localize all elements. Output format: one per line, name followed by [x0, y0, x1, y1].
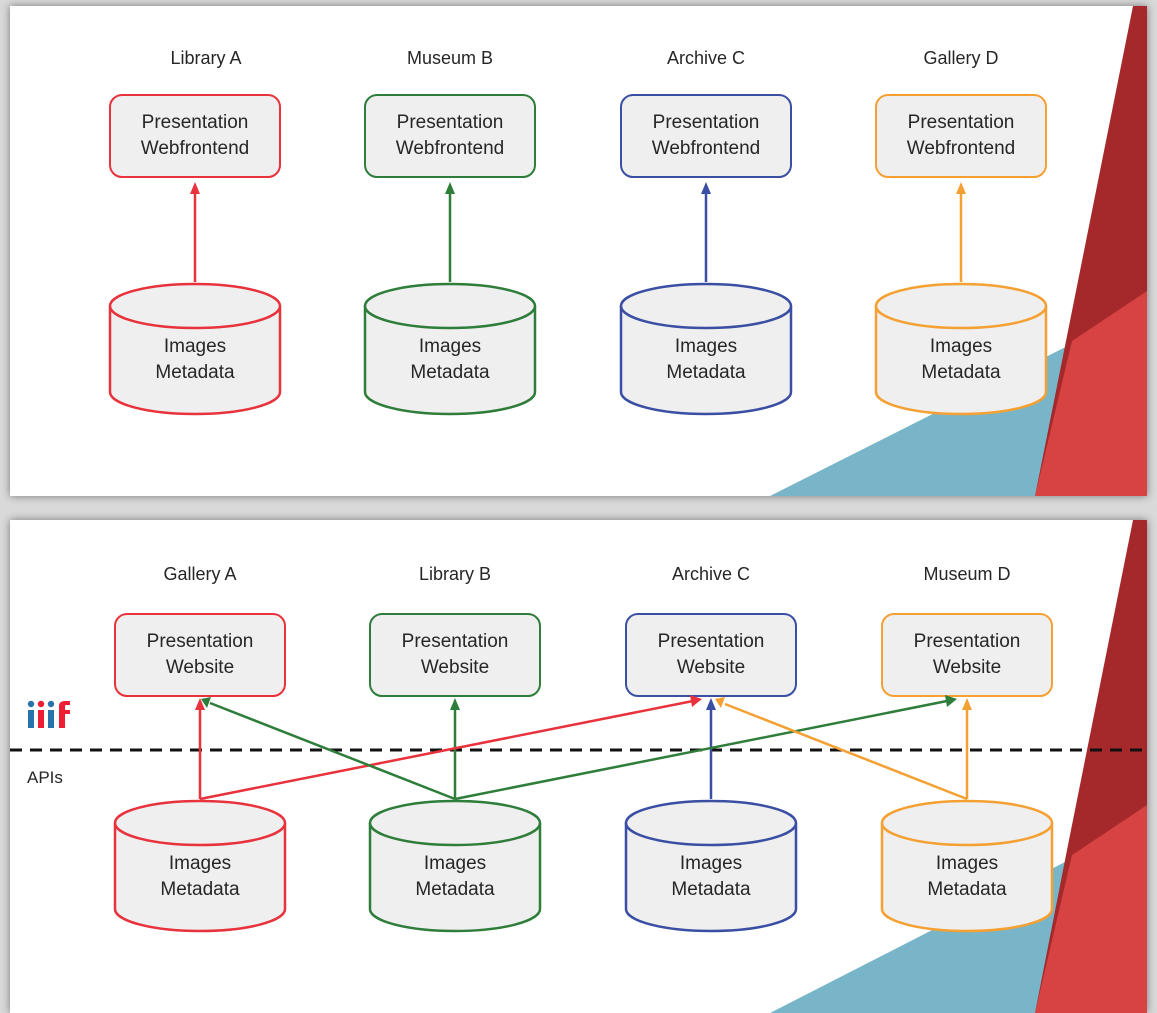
db-line-2: Metadata [155, 362, 235, 383]
database-cylinder-icon [108, 282, 282, 416]
db-line-2: Metadata [671, 879, 751, 900]
box-line-1: Presentation [652, 112, 760, 133]
database-library-b: Images Metadata [368, 799, 542, 933]
box-line-1: Presentation [401, 631, 509, 652]
iiif-logo-icon [27, 700, 70, 728]
org-label-library-b: Library B [418, 564, 492, 584]
top-arrows [190, 182, 966, 282]
db-line-2: Metadata [927, 879, 1007, 900]
database-cylinder-icon [113, 799, 287, 933]
presentation-box-archive-c: Presentation Website [625, 613, 797, 697]
database-cylinder-icon [368, 799, 542, 933]
apis-label: APIs [27, 768, 63, 787]
presentation-box-library-a: Presentation Webfrontend [109, 94, 281, 178]
database-gallery-a: Images Metadata [113, 799, 287, 933]
box-line-1: Presentation [913, 631, 1021, 652]
database-cylinder-icon [880, 799, 1054, 933]
box-line-2: Webfrontend [140, 138, 250, 159]
db-line-2: Metadata [410, 362, 490, 383]
box-line-2: Webfrontend [395, 138, 505, 159]
presentation-box-gallery-a: Presentation Website [114, 613, 286, 697]
database-cylinder-icon [363, 282, 537, 416]
db-line-1: Images [168, 853, 232, 874]
org-label-archive-c: Archive C [671, 564, 751, 584]
box-line-1: Presentation [396, 112, 504, 133]
presentation-box-library-b: Presentation Website [369, 613, 541, 697]
database-library-a: Images Metadata [108, 282, 282, 416]
db-line-1: Images [929, 336, 993, 357]
box-line-2: Webfrontend [906, 138, 1016, 159]
org-label-library-a: Library A [170, 48, 242, 68]
box-line-1: Presentation [141, 112, 249, 133]
box-line-2: Website [420, 657, 490, 678]
top-slide: Library A Museum B Archive C Gallery D P… [10, 6, 1147, 496]
box-line-2: Website [932, 657, 1002, 678]
database-cylinder-icon [624, 799, 798, 933]
org-label-museum-b: Museum B [406, 48, 494, 68]
org-label-gallery-d: Gallery D [923, 48, 999, 68]
database-archive-c: Images Metadata [619, 282, 793, 416]
box-line-1: Presentation [657, 631, 765, 652]
box-line-2: Website [676, 657, 746, 678]
presentation-box-museum-d: Presentation Website [881, 613, 1053, 697]
box-line-2: Webfrontend [651, 138, 761, 159]
arrow-library-b-to-gallery-a [209, 701, 456, 801]
presentation-box-archive-c: Presentation Webfrontend [620, 94, 792, 178]
db-line-1: Images [679, 853, 743, 874]
org-label-archive-c: Archive C [666, 48, 746, 68]
database-museum-d: Images Metadata [880, 799, 1054, 933]
box-line-1: Presentation [907, 112, 1015, 133]
box-line-1: Presentation [146, 631, 254, 652]
database-cylinder-icon [619, 282, 793, 416]
database-museum-b: Images Metadata [363, 282, 537, 416]
db-line-1: Images [423, 853, 487, 874]
arrow-gallery-a-to-archive-c [199, 699, 694, 801]
database-gallery-d: Images Metadata [874, 282, 1048, 416]
presentation-box-gallery-d: Presentation Webfrontend [875, 94, 1047, 178]
db-line-2: Metadata [415, 879, 495, 900]
db-line-2: Metadata [666, 362, 746, 383]
box-line-2: Website [165, 657, 235, 678]
arrow-library-b-to-museum-d [454, 699, 948, 801]
database-archive-c: Images Metadata [624, 799, 798, 933]
db-line-1: Images [935, 853, 999, 874]
database-cylinder-icon [874, 282, 1048, 416]
org-label-museum-d: Museum D [923, 564, 1011, 584]
db-line-1: Images [418, 336, 482, 357]
bottom-slide: Gallery A Library B Archive C Museum D P… [10, 520, 1147, 1013]
org-label-gallery-a: Gallery A [163, 564, 237, 584]
presentation-box-museum-b: Presentation Webfrontend [364, 94, 536, 178]
bottom-arrows [10, 695, 1147, 801]
db-line-1: Images [674, 336, 738, 357]
arrow-museum-d-to-archive-c [724, 702, 968, 801]
db-line-2: Metadata [921, 362, 1001, 383]
db-line-1: Images [163, 336, 227, 357]
db-line-2: Metadata [160, 879, 240, 900]
